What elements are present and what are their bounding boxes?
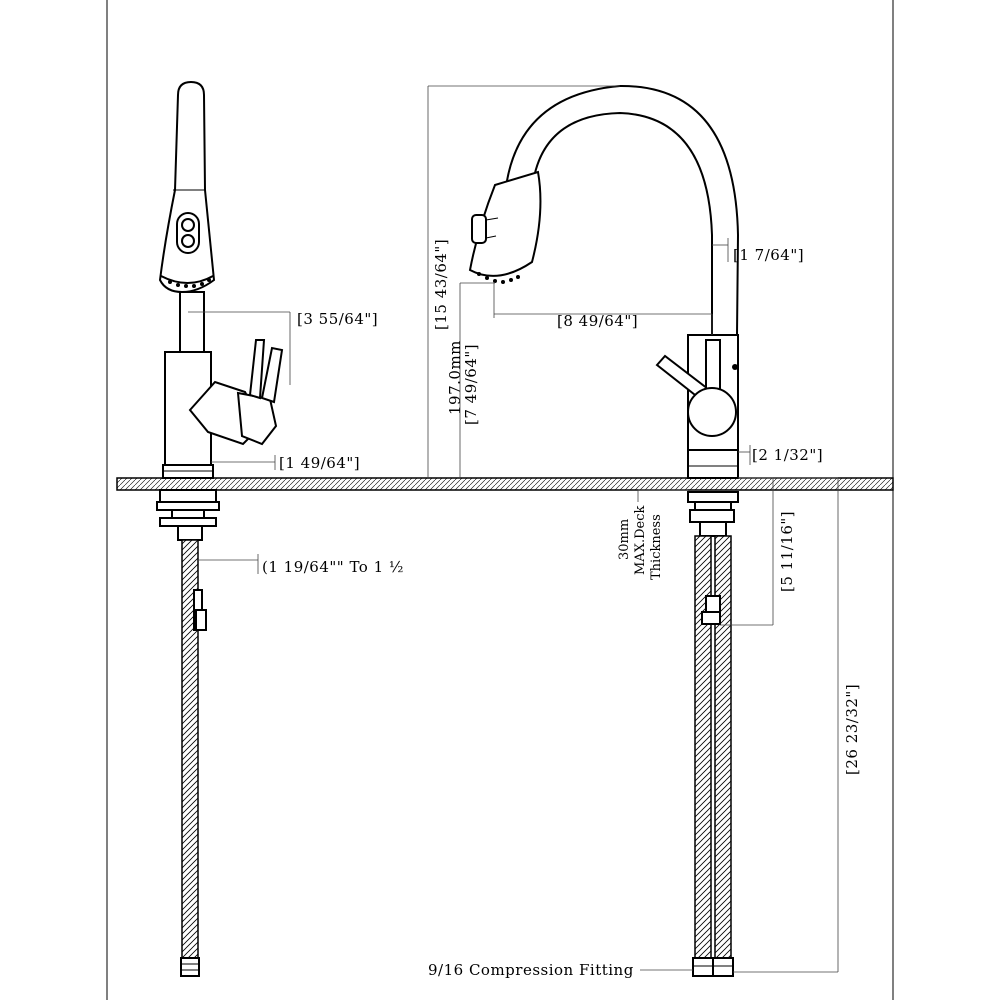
dim-compression-fitting: 9/16 Compression Fitting	[428, 961, 634, 979]
dim-spout-reach: [8 49/64"]	[557, 312, 638, 330]
dim-side-spout-reach: [3 55/64"]	[297, 310, 378, 328]
dim-clearance-in: [7 49/64"]	[462, 344, 480, 425]
dim-side-base-diameter: [1 49/64"]	[279, 454, 360, 472]
front-dimension-lines	[427, 85, 839, 973]
dim-base-diameter: [2 1/32"]	[752, 446, 823, 464]
dim-total-height: [15 43/64"]	[432, 239, 450, 330]
side-lever-handle	[248, 339, 266, 400]
dim-hose-length: [26 23/32"]	[843, 684, 861, 775]
dim-deck-thickness-3: Thickness	[649, 514, 664, 580]
side-mounting-nut	[159, 489, 217, 503]
front-view-faucet	[468, 84, 740, 977]
dim-shank-length: [5 11/16"]	[778, 511, 796, 592]
side-dimension-lines	[188, 311, 291, 574]
dim-clearance-mm: 197.0mm	[446, 340, 464, 415]
front-mounting-nut	[687, 491, 739, 503]
countertop	[116, 477, 894, 491]
dim-spout-tube: [1 7/64"]	[733, 246, 804, 264]
dim-hole-diameter: (1 19/64"" To 1 ½	[262, 558, 404, 576]
side-view-faucet	[156, 80, 284, 977]
dim-deck-thickness-1: 30mm	[617, 519, 632, 560]
spray-nozzle	[160, 275, 214, 288]
side-spout-head	[158, 80, 216, 294]
gooseneck-spout	[504, 84, 740, 336]
dim-deck-thickness-2: MAX.Deck	[633, 506, 648, 575]
